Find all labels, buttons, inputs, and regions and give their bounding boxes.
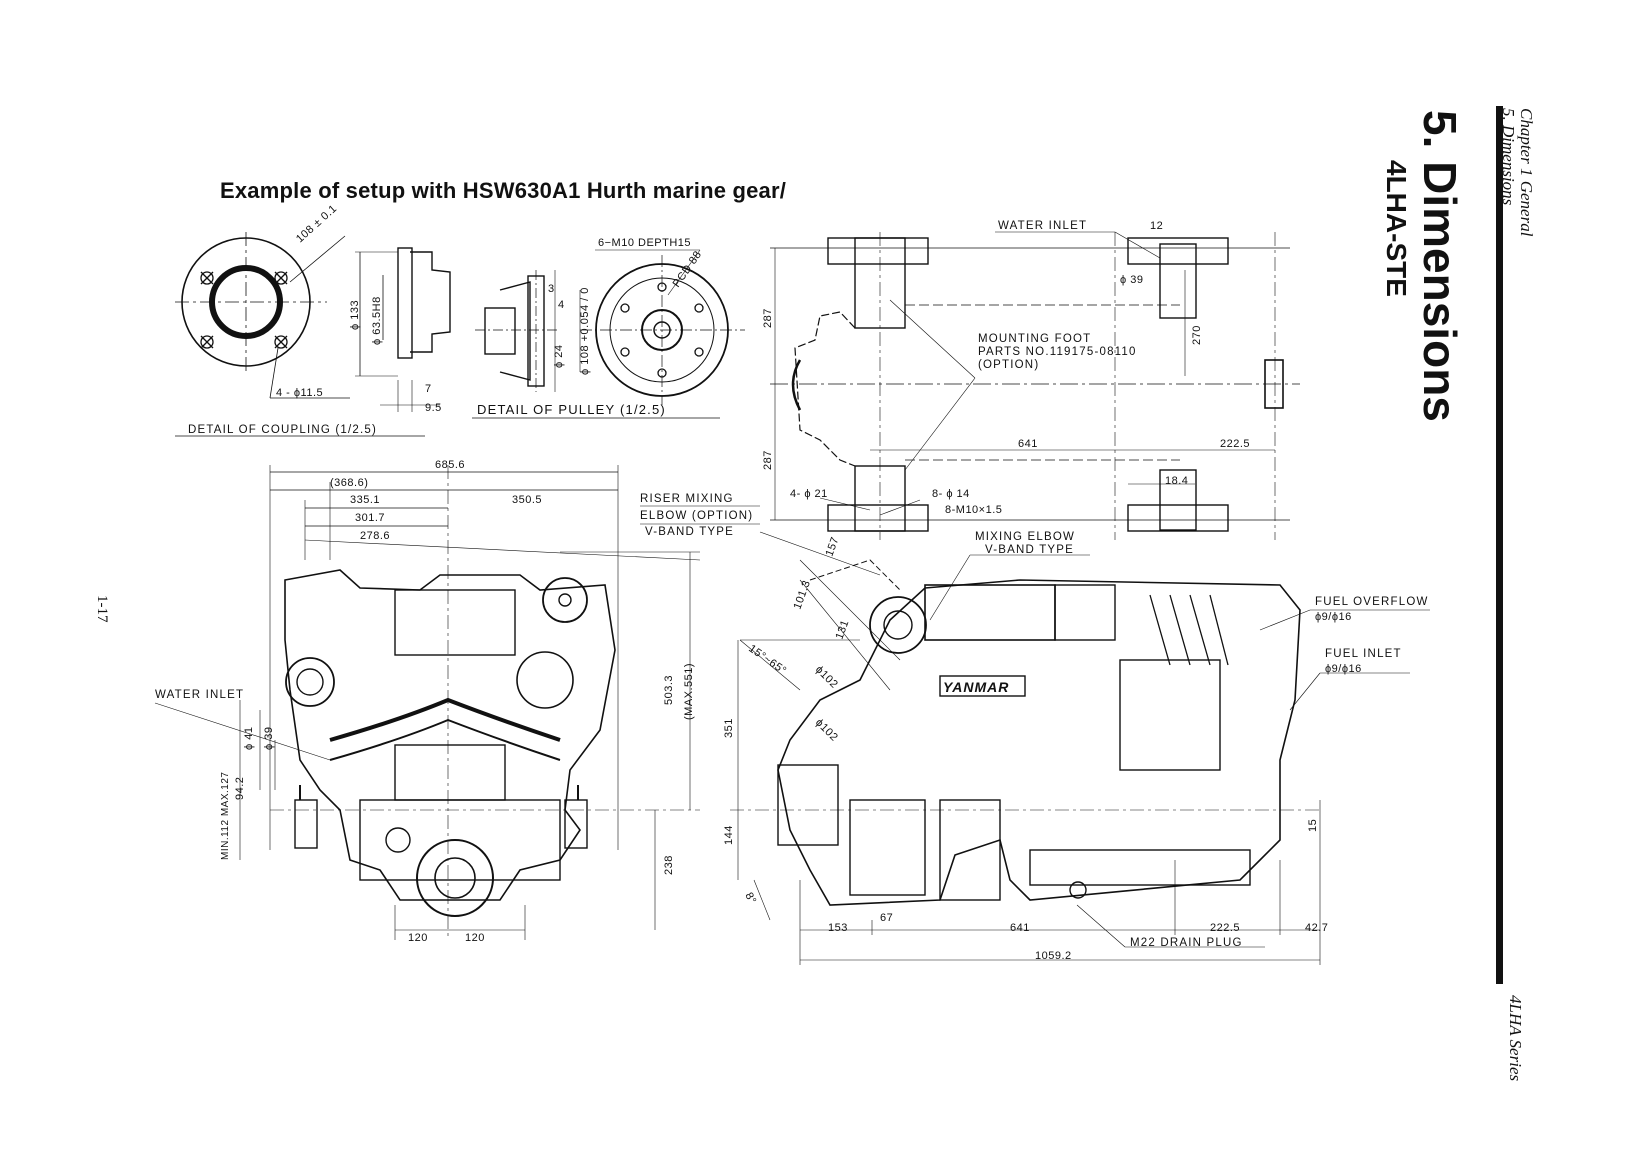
- mounting-foot-label: MOUNTING FOOT: [978, 333, 1091, 345]
- side-dim-15: 15: [1307, 819, 1319, 832]
- pulley-dim-4: 4: [558, 299, 565, 311]
- riser-mixing-label: RISER MIXING: [640, 493, 734, 505]
- mounting-foot-rear-top: [1127, 237, 1229, 265]
- front-max-551: (MAX.551): [683, 663, 695, 720]
- pulley-pcd: PCD 88: [671, 249, 705, 290]
- top-dim-287-lower: 287: [762, 450, 774, 470]
- riser-vband-label: V-BAND TYPE: [645, 526, 734, 538]
- top-dia-39: ϕ 39: [1120, 274, 1143, 286]
- mixing-vband-label: V-BAND TYPE: [985, 544, 1074, 556]
- mixing-elbow-label: MIXING ELBOW: [975, 531, 1075, 543]
- mounting-foot-front-top: [827, 237, 929, 265]
- top-holes-21: 4- ϕ 21: [790, 488, 828, 500]
- top-dim-287-upper: 287: [762, 308, 774, 328]
- side-dim-153: 153: [828, 922, 848, 934]
- front-dia-39: ϕ 39: [263, 727, 275, 750]
- fuel-overflow-dia: ϕ9/ϕ16: [1315, 611, 1352, 623]
- side-brand-label: YANMAR: [943, 679, 1009, 695]
- mounting-foot-rear-bottom: [1127, 504, 1229, 532]
- coupling-bolt-circle: 108 ± 0.1: [294, 203, 339, 246]
- side-dim-641: 641: [1010, 922, 1030, 934]
- side-dia-102-lower: ϕ102: [813, 717, 840, 744]
- front-turbo: [285, 657, 335, 707]
- side-dim-222-5: 222.5: [1210, 922, 1240, 934]
- drain-plug-label: M22 DRAIN PLUG: [1130, 937, 1243, 949]
- side-dim-157: 157: [824, 535, 842, 558]
- front-dim-238: 238: [663, 855, 675, 875]
- page-title: Example of setup with HSW630A1 Hurth mar…: [220, 178, 787, 203]
- front-dim-94-2: 94.2: [234, 777, 246, 800]
- top-holes-m10: 8-M10×1.5: [945, 504, 1002, 516]
- front-engine-outline: [284, 569, 616, 901]
- top-dim-270: 270: [1191, 325, 1203, 345]
- coupling-outer-dia: ϕ 133: [349, 300, 361, 330]
- pulley-dia-24: ϕ 24: [553, 345, 565, 368]
- side-tilt-angle: 8°: [742, 891, 758, 907]
- side-total-length: 1059.2: [1035, 950, 1072, 962]
- top-water-inlet: WATER INLET: [998, 220, 1087, 232]
- front-alternator: [516, 651, 574, 709]
- front-dim-301-7: 301.7: [355, 512, 385, 524]
- front-oil-filter: [542, 577, 588, 623]
- front-overall-width: 685.6: [435, 459, 465, 471]
- side-dia-102-upper: ϕ102: [813, 664, 840, 691]
- side-brand-plate: [939, 675, 1026, 697]
- coupling-holes: 4 - ϕ11.5: [276, 387, 323, 399]
- coupling-flange: [181, 237, 311, 367]
- front-dim-278-6: 278.6: [360, 530, 390, 542]
- front-min-max: MIN.112 MAX.127: [220, 772, 231, 860]
- side-dim-101-3: 101.3: [792, 579, 814, 611]
- front-dim-503-3: 503.3: [663, 675, 675, 705]
- pulley-dim-3: 3: [548, 283, 555, 295]
- pulley-caption: DETAIL OF PULLEY (1/2.5): [477, 402, 666, 417]
- front-water-inlet: WATER INLET: [155, 689, 244, 701]
- riser-elbow-label: ELBOW (OPTION): [640, 510, 753, 522]
- front-dim-120-left: 120: [408, 932, 428, 944]
- coupling-caption: DETAIL OF COUPLING (1/2.5): [188, 424, 377, 436]
- chapter-bar: [1496, 106, 1503, 984]
- coupling-thickness: 9.5: [425, 402, 442, 414]
- front-view: [154, 465, 701, 940]
- top-dim-222-5: 222.5: [1220, 438, 1250, 450]
- front-dim-350-5: 350.5: [512, 494, 542, 506]
- coupling-spigot-dia: ϕ 63.5H8: [371, 296, 383, 345]
- coupling-detail: [175, 232, 451, 437]
- coupling-bolt-holes: [200, 271, 288, 349]
- front-dim-368-6: (368.6): [330, 477, 368, 489]
- top-holes-14: 8- ϕ 14: [932, 488, 970, 500]
- side-dim-131: 131: [834, 618, 852, 641]
- fuel-overflow-label: FUEL OVERFLOW: [1315, 596, 1429, 608]
- side-dim-144: 144: [723, 825, 735, 845]
- front-dia-41: ϕ 41: [243, 727, 255, 750]
- coupling-bore: [209, 265, 283, 339]
- side-view: [640, 505, 1430, 965]
- top-view: [770, 231, 1300, 540]
- front-crank-pulley: [416, 839, 494, 917]
- pulley-tapped-holes: 6−M10 DEPTH15: [598, 237, 691, 249]
- coupling-depth: 7: [425, 383, 432, 395]
- top-dim-641: 641: [1018, 438, 1038, 450]
- front-dim-335-1: 335.1: [350, 494, 380, 506]
- side-dim-42-7: 42.7: [1305, 922, 1328, 934]
- pulley-detail: [472, 249, 745, 419]
- side-angle: 15°~65°: [746, 643, 788, 678]
- top-dim-12: 12: [1150, 220, 1163, 232]
- pulley-dia-108: ϕ 108 +0.054 / 0: [579, 287, 591, 375]
- fuel-inlet-label: FUEL INLET: [1325, 648, 1402, 660]
- top-dim-18-4: 18.4: [1165, 475, 1188, 487]
- front-dim-120-right: 120: [465, 932, 485, 944]
- side-dim-351: 351: [723, 718, 735, 738]
- mounting-foot-option: (OPTION): [978, 359, 1039, 371]
- side-dim-67: 67: [880, 912, 893, 924]
- mounting-foot-front-bottom: [827, 504, 929, 532]
- side-engine-outline: [777, 579, 1301, 906]
- mounting-foot-parts-no: PARTS NO.119175-08110: [978, 346, 1137, 358]
- fuel-inlet-dia: ϕ9/ϕ16: [1325, 663, 1362, 675]
- side-turbo: [869, 596, 927, 654]
